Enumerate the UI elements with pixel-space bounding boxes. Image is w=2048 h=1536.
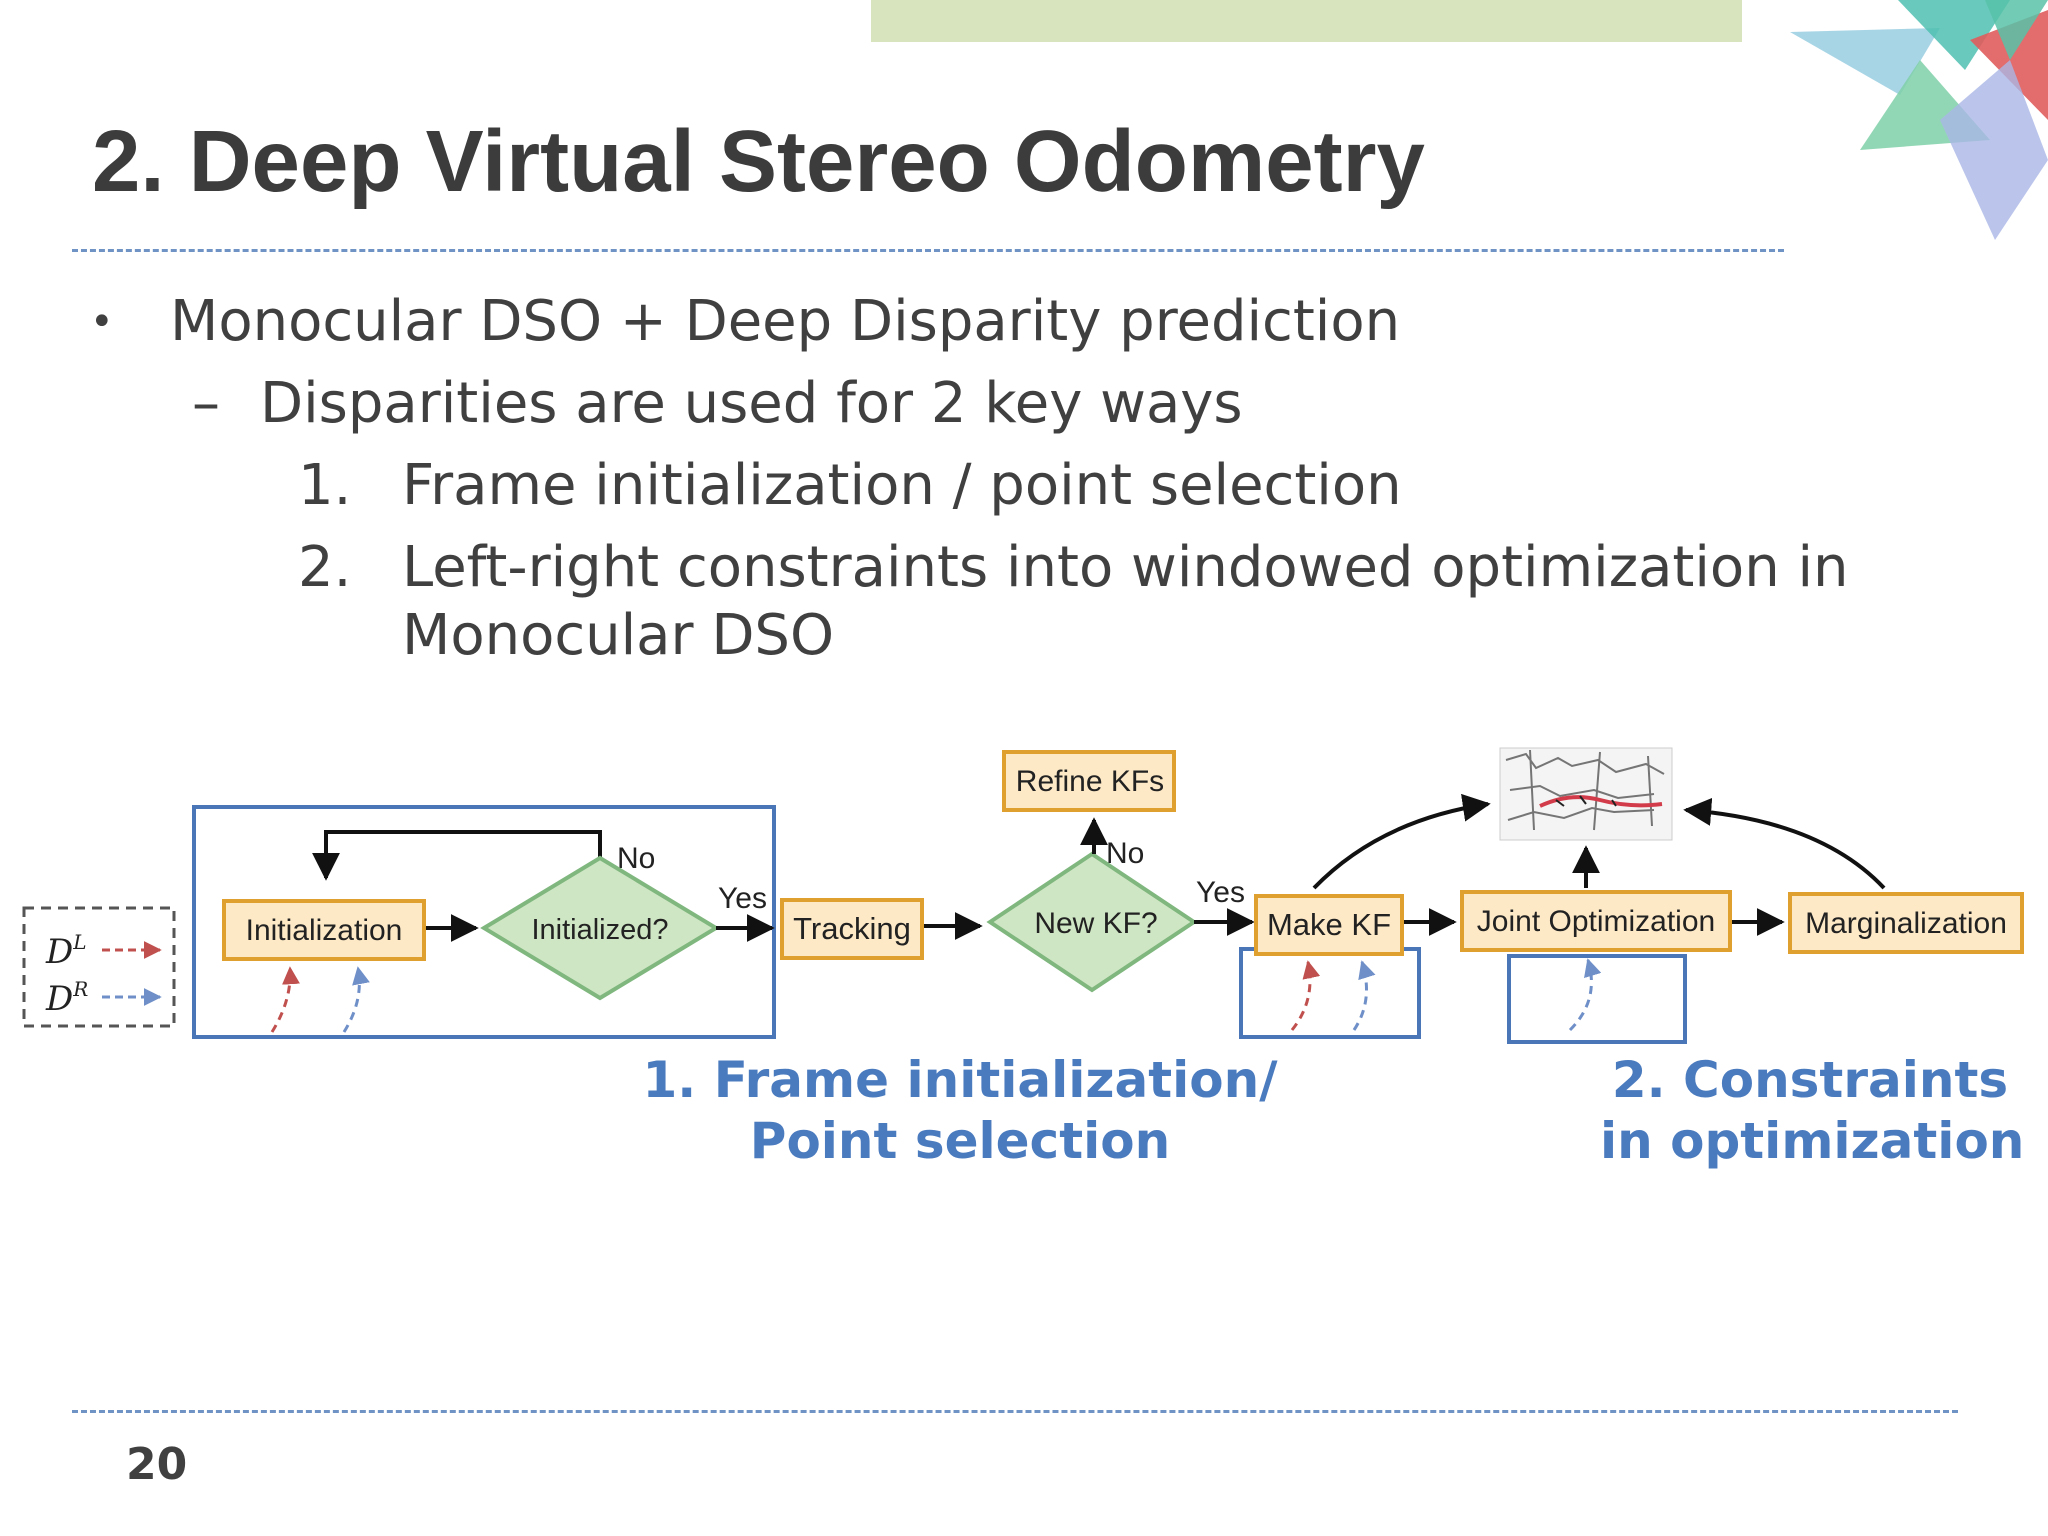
node-refine-kfs: Refine KFs	[1002, 750, 1176, 812]
pipeline-diagram: DL DR Initialization No Initial	[0, 720, 2048, 1180]
footer-divider	[72, 1410, 1958, 1413]
edge-dr-to-init	[342, 966, 370, 1033]
leaf-decoration-icon	[1790, 0, 2048, 240]
edge-label-no-2: No	[1106, 837, 1144, 870]
bullet-marker: •	[90, 299, 114, 345]
legend-dr-label: DR	[45, 977, 88, 1019]
page-number: 20	[126, 1439, 188, 1490]
number-marker: 1.	[298, 453, 352, 518]
svg-text:Refine KFs: Refine KFs	[1016, 765, 1164, 798]
sub-bullet-text: Disparities are used for 2 key ways	[260, 371, 1243, 436]
edge-dr-to-jointopt	[1568, 958, 1602, 1032]
edge-label-yes-1: Yes	[718, 882, 767, 915]
svg-text:Make KF: Make KF	[1267, 907, 1391, 942]
legend-dl-label: DL	[45, 930, 87, 972]
node-marginalization: Marginalization	[1788, 892, 2024, 954]
bullet-list: • Monocular DSO + Deep Disparity predict…	[0, 0, 2048, 700]
number-marker: 2.	[298, 535, 352, 600]
svg-text:Marginalization: Marginalization	[1805, 907, 2007, 940]
edge-dl-to-init	[270, 966, 300, 1033]
numbered-item-2-continuation: Monocular DSO	[402, 603, 835, 668]
edge-dl-to-makekf	[1290, 960, 1321, 1031]
caption-constraints-line1: 2. Constraints	[1611, 1051, 2009, 1109]
highlight-jointopt-region	[1507, 954, 1687, 1044]
node-initialization: Initialization	[222, 899, 426, 961]
slide-title: 2. Deep Virtual Stereo Odometry	[92, 113, 1425, 210]
node-joint-optimization: Joint Optimization	[1460, 890, 1732, 952]
node-newkf-decision: New KF?	[986, 851, 1198, 993]
node-make-kf: Make KF	[1254, 894, 1404, 956]
edge-label-yes-2: Yes	[1196, 876, 1245, 909]
pipeline-svg: DL DR Initialization No Initial	[22, 747, 2024, 1044]
bullet-text: Monocular DSO + Deep Disparity predictio…	[170, 289, 1401, 354]
highlight-makekf-region	[1239, 947, 1421, 1039]
top-accent-bar	[871, 0, 1742, 42]
edge-makekf-to-map	[1312, 793, 1491, 890]
svg-text:Tracking: Tracking	[793, 911, 911, 946]
dash-marker: –	[192, 371, 220, 436]
edge-marg-to-map	[1683, 797, 1886, 890]
title-divider	[72, 249, 1784, 252]
svg-text:Initialized?: Initialized?	[531, 914, 668, 946]
disparity-legend: DL DR	[22, 906, 176, 1028]
edge-label-no-1: No	[617, 842, 655, 875]
caption-constraints-line2: in optimization	[1600, 1112, 2025, 1170]
caption-frame-init-line2: Point selection	[749, 1112, 1171, 1170]
svg-text:Joint Optimization: Joint Optimization	[1477, 905, 1715, 938]
numbered-item-text: Left-right constraints into windowed opt…	[402, 535, 1849, 600]
edge-dr-to-makekf	[1352, 960, 1376, 1031]
caption-frame-init-line1: 1. Frame initialization/	[642, 1051, 1278, 1109]
edge-loop-no	[312, 830, 602, 881]
svg-text:New KF?: New KF?	[1034, 907, 1157, 940]
map-pointcloud-image	[1499, 747, 1673, 841]
node-tracking: Tracking	[780, 898, 924, 960]
svg-text:Initialization: Initialization	[246, 914, 403, 947]
node-initialized-decision: Initialized?	[480, 855, 720, 1001]
numbered-item-text: Frame initialization / point selection	[402, 453, 1402, 518]
